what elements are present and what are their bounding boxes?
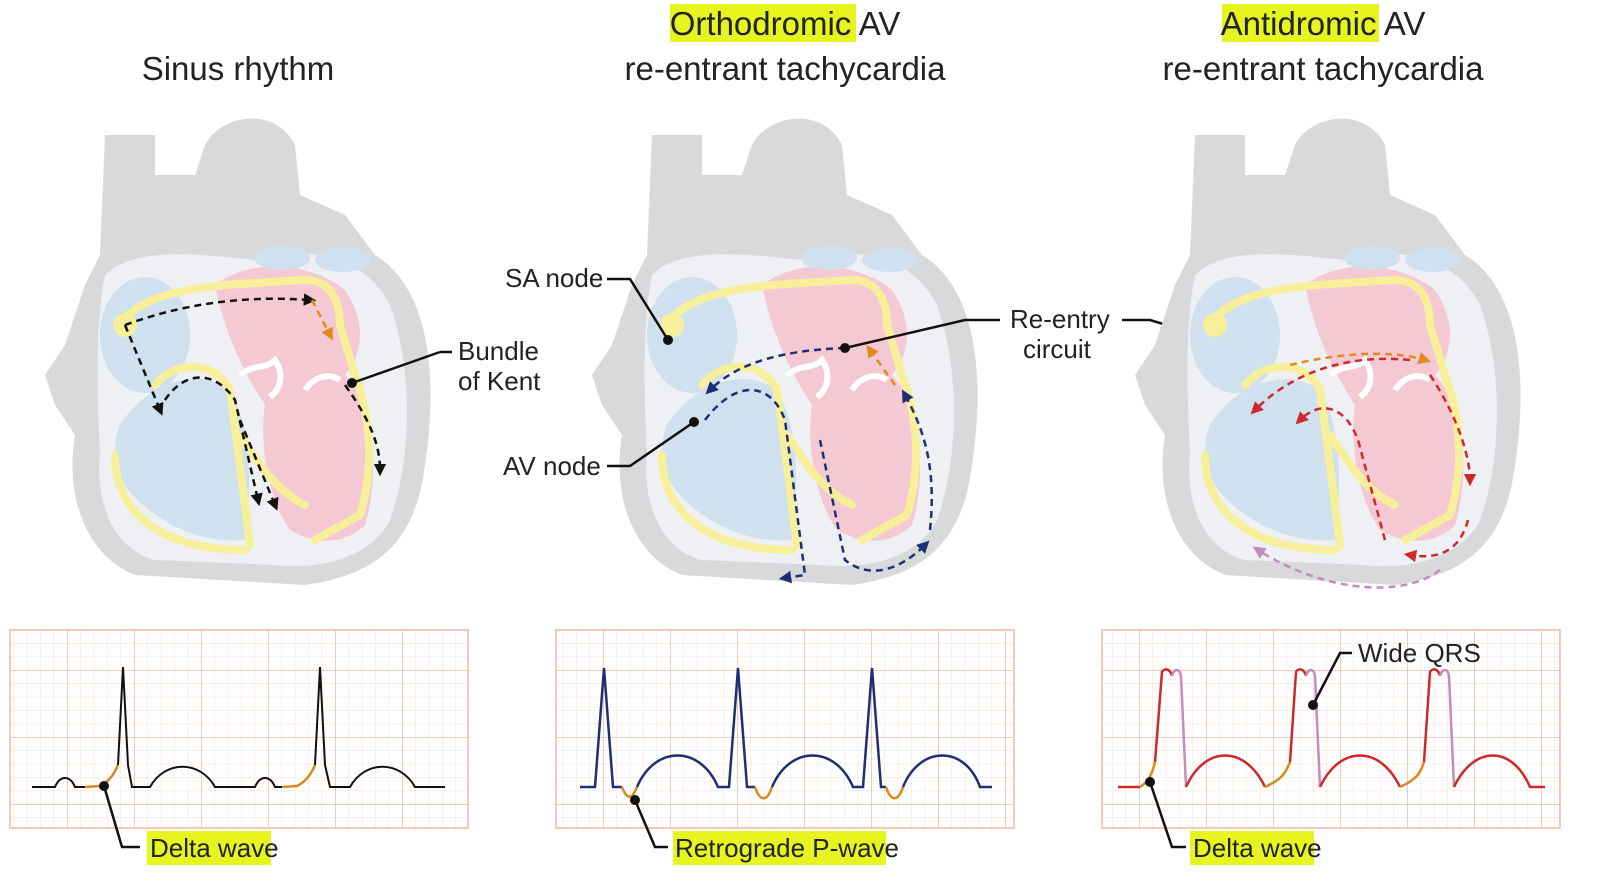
pathway-arrow [1252,546,1441,589]
reentry-circuit-callout: Re-entry circuit [840,304,1295,367]
label-re-entry: Re-entry [1010,304,1110,334]
pathway-arrow [238,419,279,511]
pathway-arrow [124,293,317,327]
label-retrograde-p-wave: Retrograde P-wave [675,833,899,863]
panel3-title-line1: Antidromic AV [1221,5,1426,42]
label-delta-wave-1: Delta wave [150,833,279,863]
pathway-arrow [705,346,846,395]
label-sa-node: SA node [505,263,603,293]
pathway-arrow [343,384,387,477]
panel1-title: Sinus rhythm [142,50,335,87]
pathway-arrow [123,324,164,416]
pathway-arrow [1295,407,1387,541]
panel-sinus-rhythm: Sinus rhythm Bundle of Kent Delta wave [9,50,541,865]
ecg-grid-1 [9,629,469,829]
label-bundle: Bundle [458,336,539,366]
label-of-kent: of Kent [458,366,541,396]
pathway-arrow [1250,357,1411,415]
heart-diagram-3 [1135,119,1521,585]
panel2-title-line2: re-entrant tachycardia [625,50,947,87]
pathway-arrow [163,376,263,507]
heart-diagram-1 [45,119,431,585]
label-av-node: AV node [503,451,601,481]
label-wide-qrs: Wide QRS [1358,638,1481,668]
pathway-arrow [704,388,807,584]
panel-orthodromic: Orthodromic AV re-entrant tachycardia SA… [503,4,1015,865]
pathway-arrow [818,439,930,572]
title-highlight-2 [670,4,856,42]
ecg-grid-2 [555,629,1015,829]
pathway-arrow [901,389,933,531]
title-highlight-3 [1222,4,1379,42]
panel2-title-line1: Orthodromic AV [670,5,900,42]
label-circuit: circuit [1023,334,1092,364]
ecg-grid-3 [1101,629,1561,829]
pathway-arrow [1403,519,1470,563]
panel-antidromic: Antidromic AV re-entrant tachycardia Wid… [1101,4,1561,865]
pathway-arrow [1428,374,1477,487]
heart-diagram-2 [592,119,978,585]
label-delta-wave-3: Delta wave [1193,833,1322,863]
pathway-arrow [1289,352,1431,367]
panel3-title-line2: re-entrant tachycardia [1163,50,1485,87]
pathway-arrow [310,299,333,341]
